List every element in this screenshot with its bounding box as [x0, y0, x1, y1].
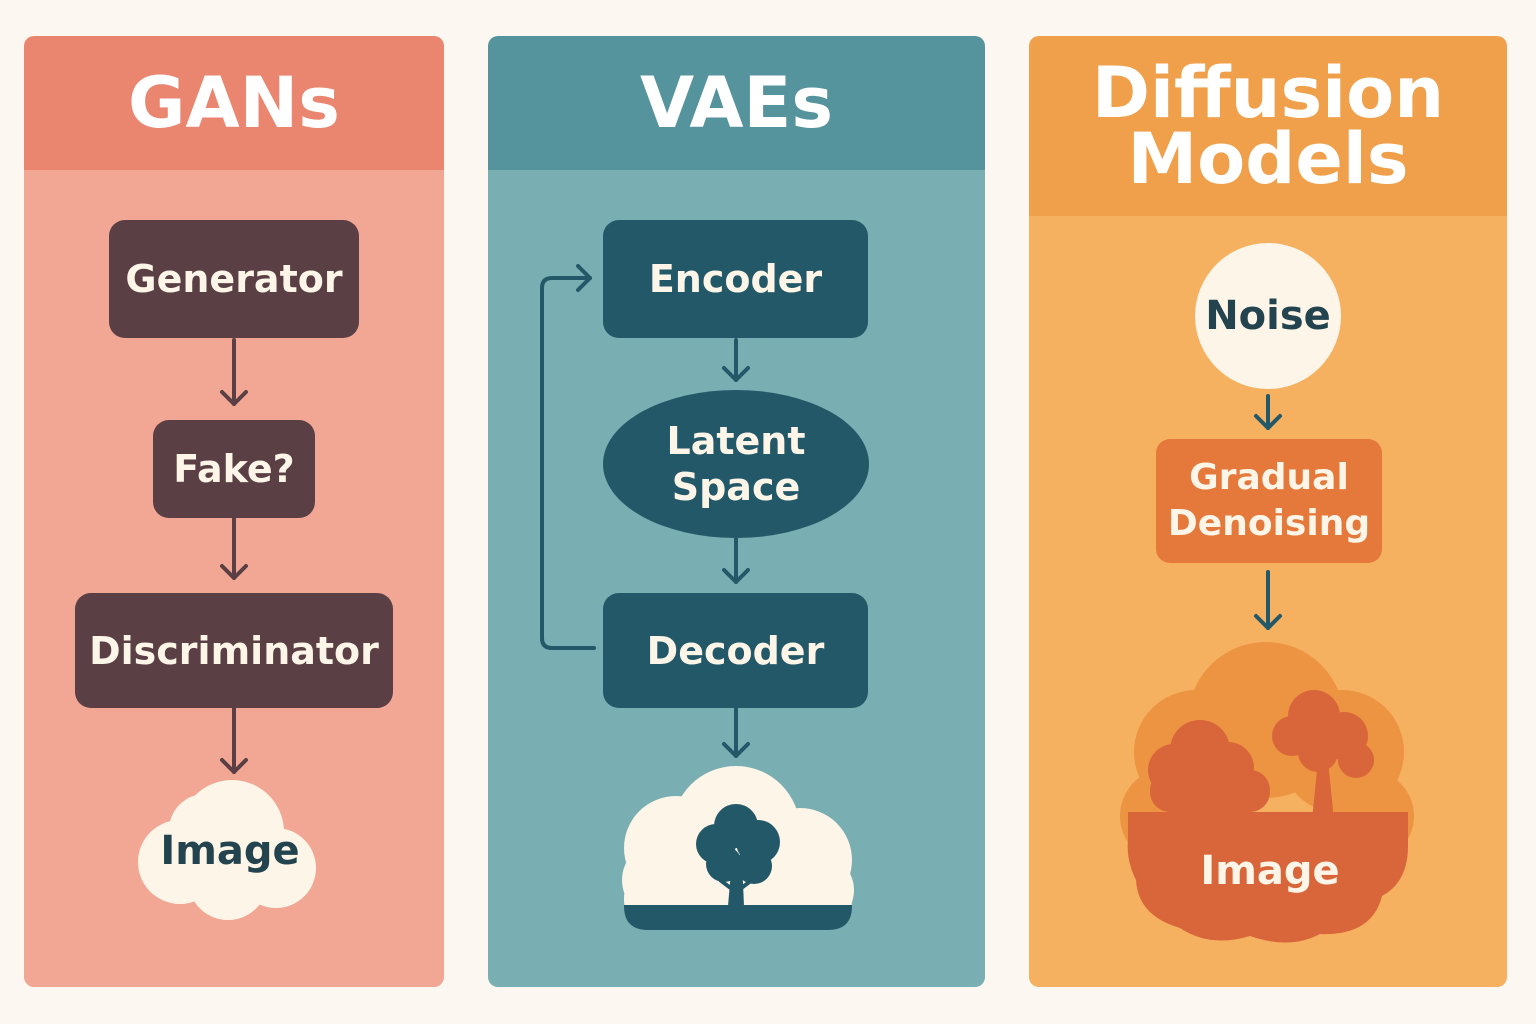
- arrow-generator-to-fake: [220, 338, 248, 406]
- diffusion-image-label: Image: [1200, 848, 1340, 894]
- arrow-decoder-feedback-to-encoder: [540, 264, 596, 650]
- gans-image-cloud: [138, 780, 316, 920]
- diffusion-trees-cloud-icon: [1120, 642, 1414, 943]
- gans-arrows: [220, 338, 248, 774]
- arrow-fake-to-discriminator: [220, 516, 248, 580]
- arrow-decoder-to-output: [722, 706, 750, 758]
- gans-title: GANs: [24, 36, 444, 170]
- latent-space-node: [603, 390, 869, 538]
- vaes-arrows: [540, 264, 750, 758]
- encoder-node: Encoder: [603, 220, 868, 338]
- diffusion-title: Diffusion Models: [1029, 36, 1507, 216]
- decoder-node: Decoder: [603, 593, 868, 708]
- vaes-title: VAEs: [488, 36, 985, 170]
- arrow-noise-to-denoising: [1254, 394, 1282, 430]
- vaes-tree-cloud-icon: [622, 766, 854, 930]
- noise-label: Noise: [1205, 293, 1331, 339]
- arrow-encoder-to-latent: [722, 338, 750, 382]
- arrow-denoising-to-image: [1254, 570, 1282, 630]
- arrow-latent-to-decoder: [722, 536, 750, 584]
- gradual-denoising-node: Gradual Denoising: [1156, 439, 1382, 563]
- diffusion-arrows: [1254, 394, 1282, 630]
- fake-check-node: Fake?: [153, 420, 315, 518]
- noise-node: [1195, 243, 1341, 389]
- discriminator-node: Discriminator: [75, 593, 393, 708]
- gans-image-label: Image: [160, 828, 300, 874]
- latent-space-label: Latent Space: [666, 419, 806, 509]
- generator-node: Generator: [109, 220, 359, 338]
- arrow-discriminator-to-image: [220, 706, 248, 774]
